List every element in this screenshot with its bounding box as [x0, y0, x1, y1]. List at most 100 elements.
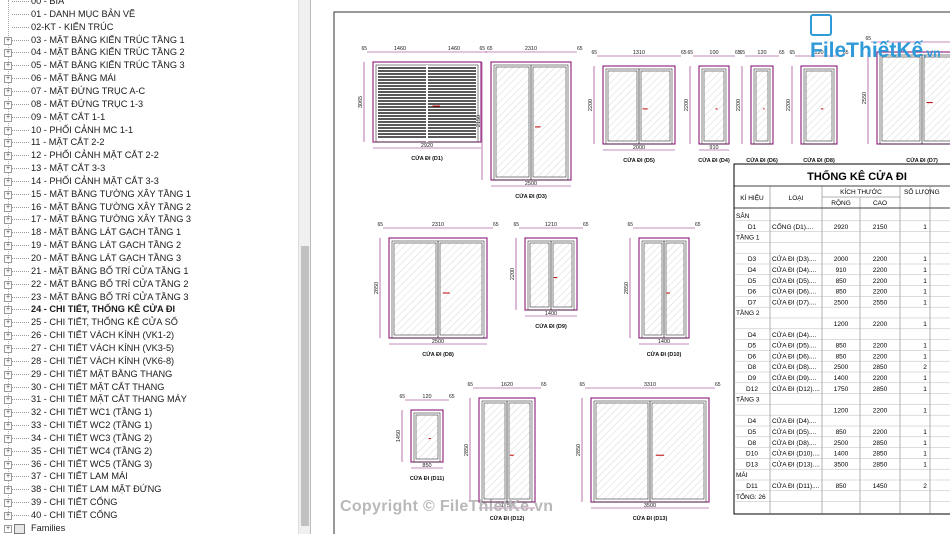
- expand-icon[interactable]: +: [4, 447, 12, 456]
- glass-panel: [755, 70, 769, 142]
- schedule-cell-cao: 2200: [873, 289, 888, 296]
- tree-item-label: 15 - MẶT BẰNG TƯỜNG XÂY TẦNG 1: [31, 188, 192, 199]
- dimension-label: 910: [709, 145, 718, 151]
- tree-connector: [12, 515, 29, 516]
- tree-connector: [12, 206, 29, 208]
- expand-icon[interactable]: +: [4, 357, 12, 366]
- schedule-cell-cao: 1450: [873, 483, 888, 490]
- dimension-label: 65: [591, 50, 597, 56]
- tree-item-label: 18 - MẶT BẰNG LÁT GẠCH TẦNG 1: [31, 227, 182, 238]
- schedule-cell-so-luong: 1: [923, 429, 927, 436]
- tree-item-label: 27 - CHI TIẾT VÁCH KÍNH (VK3-5): [31, 342, 175, 353]
- dimension-label: 65: [399, 394, 405, 400]
- expand-icon[interactable]: +: [4, 165, 12, 174]
- dimension-label: 65: [865, 36, 871, 42]
- tree-item-label: 38 - CHI TIẾT LAM MẶT ĐỨNG: [31, 484, 162, 495]
- expand-icon[interactable]: +: [4, 229, 12, 238]
- expand-icon[interactable]: +: [4, 293, 12, 302]
- tree-item-label: 17 - MẶT BẰNG TƯỜNG XÂY TẦNG 3: [31, 214, 192, 225]
- door-inner-frame: [803, 68, 835, 145]
- scrollbar-thumb[interactable]: [301, 246, 309, 526]
- expand-icon[interactable]: +: [4, 216, 12, 225]
- tree-connector: [12, 52, 29, 54]
- expand-icon[interactable]: +: [4, 306, 12, 315]
- expand-icon[interactable]: +: [4, 473, 12, 482]
- expand-icon[interactable]: +: [4, 242, 12, 251]
- dimension-label: 65: [513, 222, 519, 228]
- schedule-group-label: TỔNG: 26: [736, 492, 766, 501]
- expand-icon[interactable]: +: [4, 152, 12, 161]
- expand-icon[interactable]: +: [4, 62, 12, 71]
- expand-icon[interactable]: +: [4, 525, 12, 533]
- schedule-cell-so-luong: 1: [923, 353, 927, 360]
- expand-icon[interactable]: +: [4, 177, 12, 186]
- schedule-group-label: SÂN: [736, 211, 750, 220]
- expand-icon[interactable]: +: [4, 203, 12, 212]
- schedule-cell-ki-hieu: D6: [748, 353, 757, 360]
- expand-icon[interactable]: +: [4, 87, 12, 96]
- schedule-cell-so-luong: 2: [923, 483, 927, 490]
- dimension-label: 120: [757, 50, 766, 56]
- schedule-cell-ki-hieu: D12: [746, 386, 758, 393]
- schedule-group-label: MÁI: [736, 470, 748, 479]
- glass-panel: [552, 242, 573, 308]
- dimension-label: 2500: [525, 181, 537, 187]
- schedule-cell-loai: CỬA ĐI (D6)....: [772, 287, 816, 296]
- tree-item-label: 21 - MẶT BẰNG BỐ TRÍ CỬA TẦNG 1: [31, 265, 189, 276]
- sheet-border: [333, 11, 950, 534]
- expand-icon[interactable]: +: [4, 512, 12, 520]
- expand-icon[interactable]: +: [4, 100, 12, 109]
- expand-icon[interactable]: +: [4, 49, 12, 58]
- expand-icon[interactable]: +: [4, 434, 12, 443]
- expand-icon[interactable]: +: [4, 499, 12, 508]
- schedule-cell-cao: 2200: [873, 407, 888, 414]
- door-caption: CỬA ĐI (D11): [410, 475, 444, 482]
- tree-connector: [12, 90, 29, 92]
- door-caption: CỬA ĐI (D10): [647, 351, 682, 358]
- expand-icon[interactable]: +: [4, 383, 12, 392]
- schedule-cell-loai: CỬA ĐI (D5)....: [772, 427, 816, 436]
- schedule-cell-so-luong: 2: [923, 364, 927, 371]
- expand-icon[interactable]: +: [4, 126, 12, 135]
- families-icon: [14, 524, 25, 534]
- tree-item-label: 13 - MẶT CẮT 3-3: [31, 163, 106, 174]
- expand-icon[interactable]: +: [4, 396, 12, 405]
- glass-panel: [703, 70, 725, 142]
- expand-icon[interactable]: +: [4, 460, 12, 469]
- schedule-cell-cao: 2150: [873, 224, 888, 231]
- door-inner-frame: [701, 68, 727, 145]
- expand-icon[interactable]: +: [4, 486, 12, 495]
- schedule-cell-so-luong: 1: [923, 451, 927, 458]
- schedule-cell-loai: CỬA ĐI (D4)....: [772, 416, 816, 425]
- expand-icon[interactable]: +: [4, 370, 12, 379]
- dimension-label: 65: [479, 46, 485, 52]
- glass-panel: [643, 242, 663, 336]
- schedule-group-label: TẦNG 2: [736, 307, 760, 317]
- expand-icon[interactable]: +: [4, 113, 12, 122]
- tree-connector: [12, 1, 29, 2]
- glass-panel: [640, 70, 671, 142]
- expand-icon[interactable]: +: [4, 409, 12, 418]
- expand-icon[interactable]: +: [4, 280, 12, 289]
- schedule-cell-cao: 2200: [873, 429, 888, 436]
- expand-icon[interactable]: +: [4, 319, 12, 328]
- dimension-label: 120: [422, 394, 431, 400]
- dimension-label: 1460: [394, 46, 406, 52]
- expand-icon[interactable]: +: [4, 75, 12, 84]
- tree-connector: [12, 193, 29, 195]
- expand-icon[interactable]: +: [4, 267, 12, 276]
- expand-icon[interactable]: +: [4, 255, 12, 263]
- tree-item-label: 34 - CHI TIẾT WC3 (TẦNG 2): [31, 432, 153, 443]
- tree-item-label: 19 - MẶT BẰNG LÁT GẠCH TẦNG 2: [31, 240, 182, 251]
- tree-scrollbar[interactable]: [298, 0, 311, 534]
- expand-icon[interactable]: +: [4, 344, 12, 353]
- expand-icon[interactable]: +: [4, 139, 12, 148]
- dimension-label: 1400: [658, 339, 670, 345]
- tree-item-label: 02-KT - KIẾN TRÚC: [31, 21, 114, 32]
- expand-icon[interactable]: +: [4, 36, 12, 45]
- expand-icon[interactable]: +: [4, 422, 12, 431]
- expand-icon[interactable]: +: [4, 190, 12, 199]
- door-caption: CỬA ĐI (D9): [535, 323, 567, 330]
- expand-icon[interactable]: +: [4, 332, 12, 341]
